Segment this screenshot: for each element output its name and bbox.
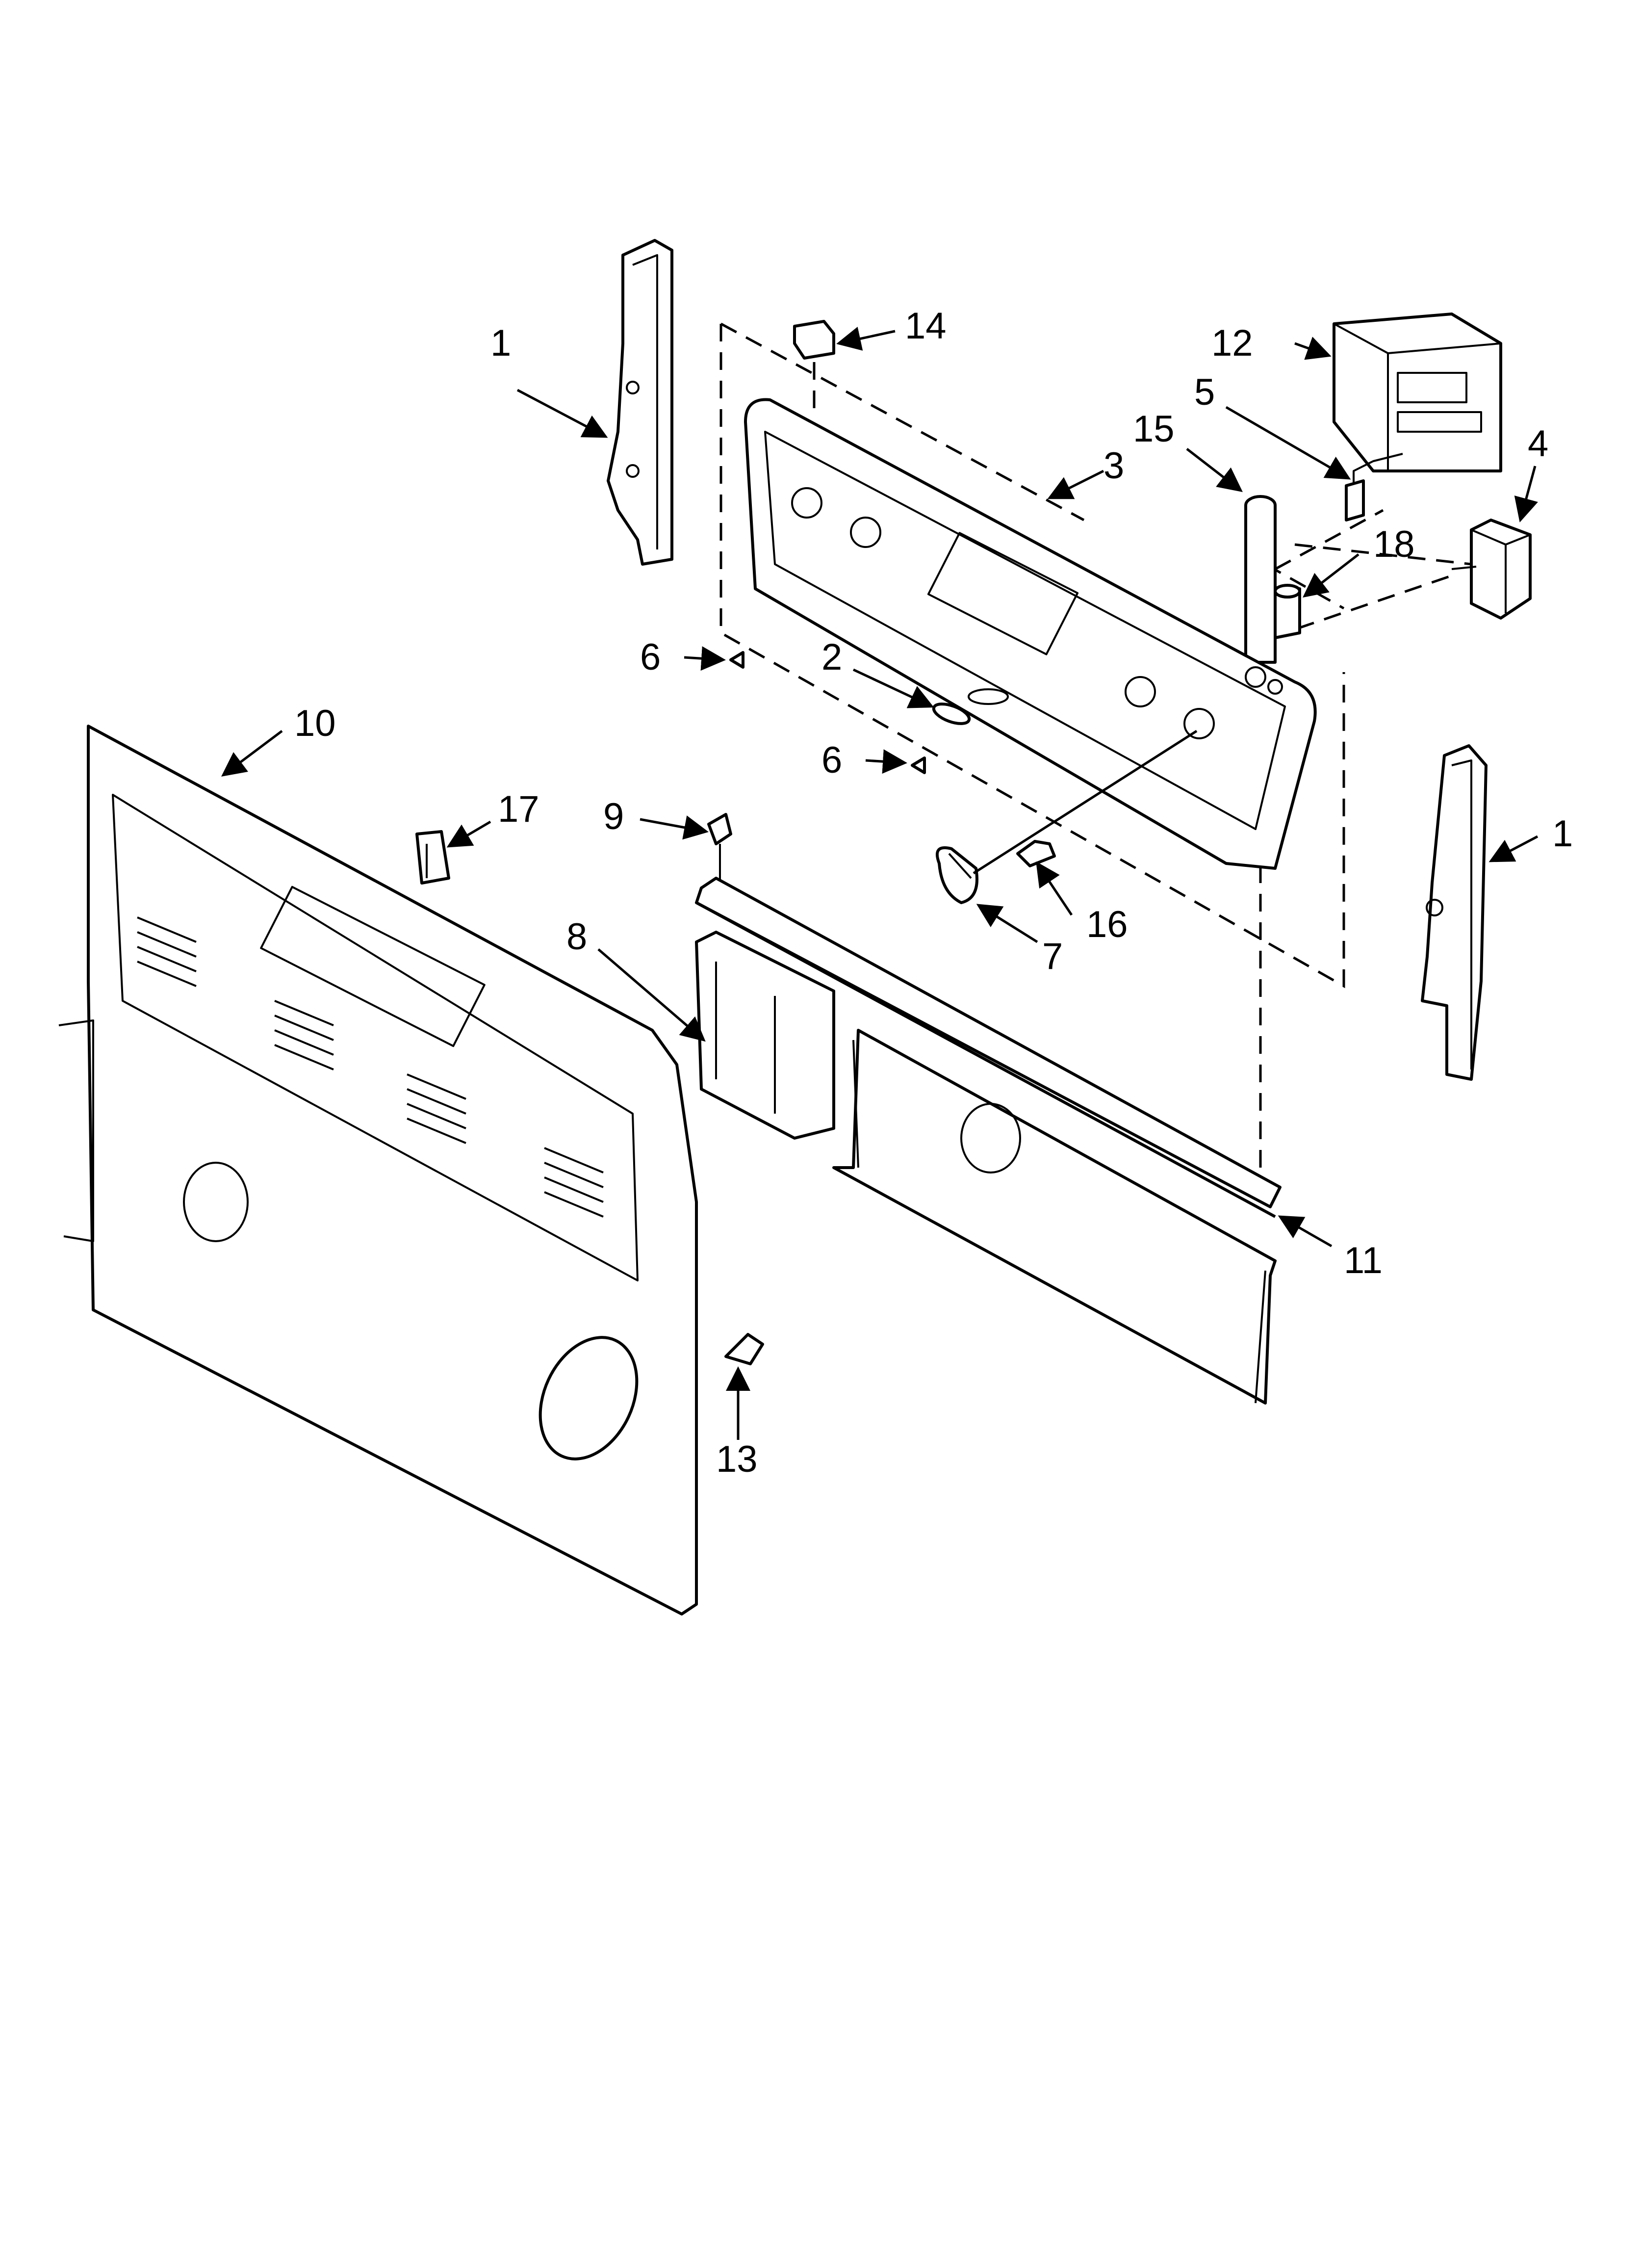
indicator-lamp-socket: [1244, 495, 1277, 664]
side-bracket-left: [607, 239, 673, 566]
side-bracket-right: [1421, 744, 1488, 1081]
wire-harness: [1345, 453, 1403, 521]
callout-11: 11: [1344, 1240, 1383, 1281]
callout-18: 18: [1373, 523, 1415, 565]
control-panel-clip: [793, 320, 835, 360]
screw-16: [1016, 840, 1056, 867]
callout-3: 3: [1103, 445, 1124, 487]
support-bracket: [695, 931, 835, 1140]
callout-1-left: 1: [490, 322, 511, 364]
callout-8: 8: [566, 916, 587, 958]
infinite-switch: [1451, 519, 1532, 620]
callout-labels: 1 1 2 3 4 5 6 6 7 8 9 10 11 12 13 14 15 …: [294, 305, 1573, 1480]
back-panel: [58, 725, 698, 1616]
screw-13: [724, 1333, 764, 1365]
callout-1-right: 1: [1552, 813, 1573, 855]
screw-9: [707, 813, 732, 881]
screw-upper: [729, 651, 744, 669]
callout-10: 10: [294, 703, 336, 744]
control-knob: [936, 730, 1198, 904]
callout-5: 5: [1194, 371, 1215, 413]
callout-9: 9: [603, 796, 624, 837]
callout-16: 16: [1086, 904, 1128, 945]
callout-4: 4: [1528, 423, 1548, 465]
callout-14: 14: [905, 305, 947, 347]
callout-17: 17: [498, 788, 539, 830]
callout-15: 15: [1133, 408, 1175, 450]
manifold-panel: [695, 877, 1282, 1405]
callout-2: 2: [821, 636, 842, 678]
callout-12: 12: [1211, 322, 1253, 364]
callout-6-upper: 6: [640, 636, 661, 678]
control-panel: [744, 398, 1317, 870]
callout-7: 7: [1042, 936, 1063, 977]
wire-clip: [415, 830, 450, 885]
callout-13: 13: [716, 1438, 758, 1480]
callout-6-lower: 6: [821, 739, 842, 781]
indicator-light: [1274, 584, 1301, 639]
screw-lower: [911, 756, 926, 774]
leader-lines: [221, 327, 1539, 1440]
electronic-control-board: [1333, 313, 1502, 472]
